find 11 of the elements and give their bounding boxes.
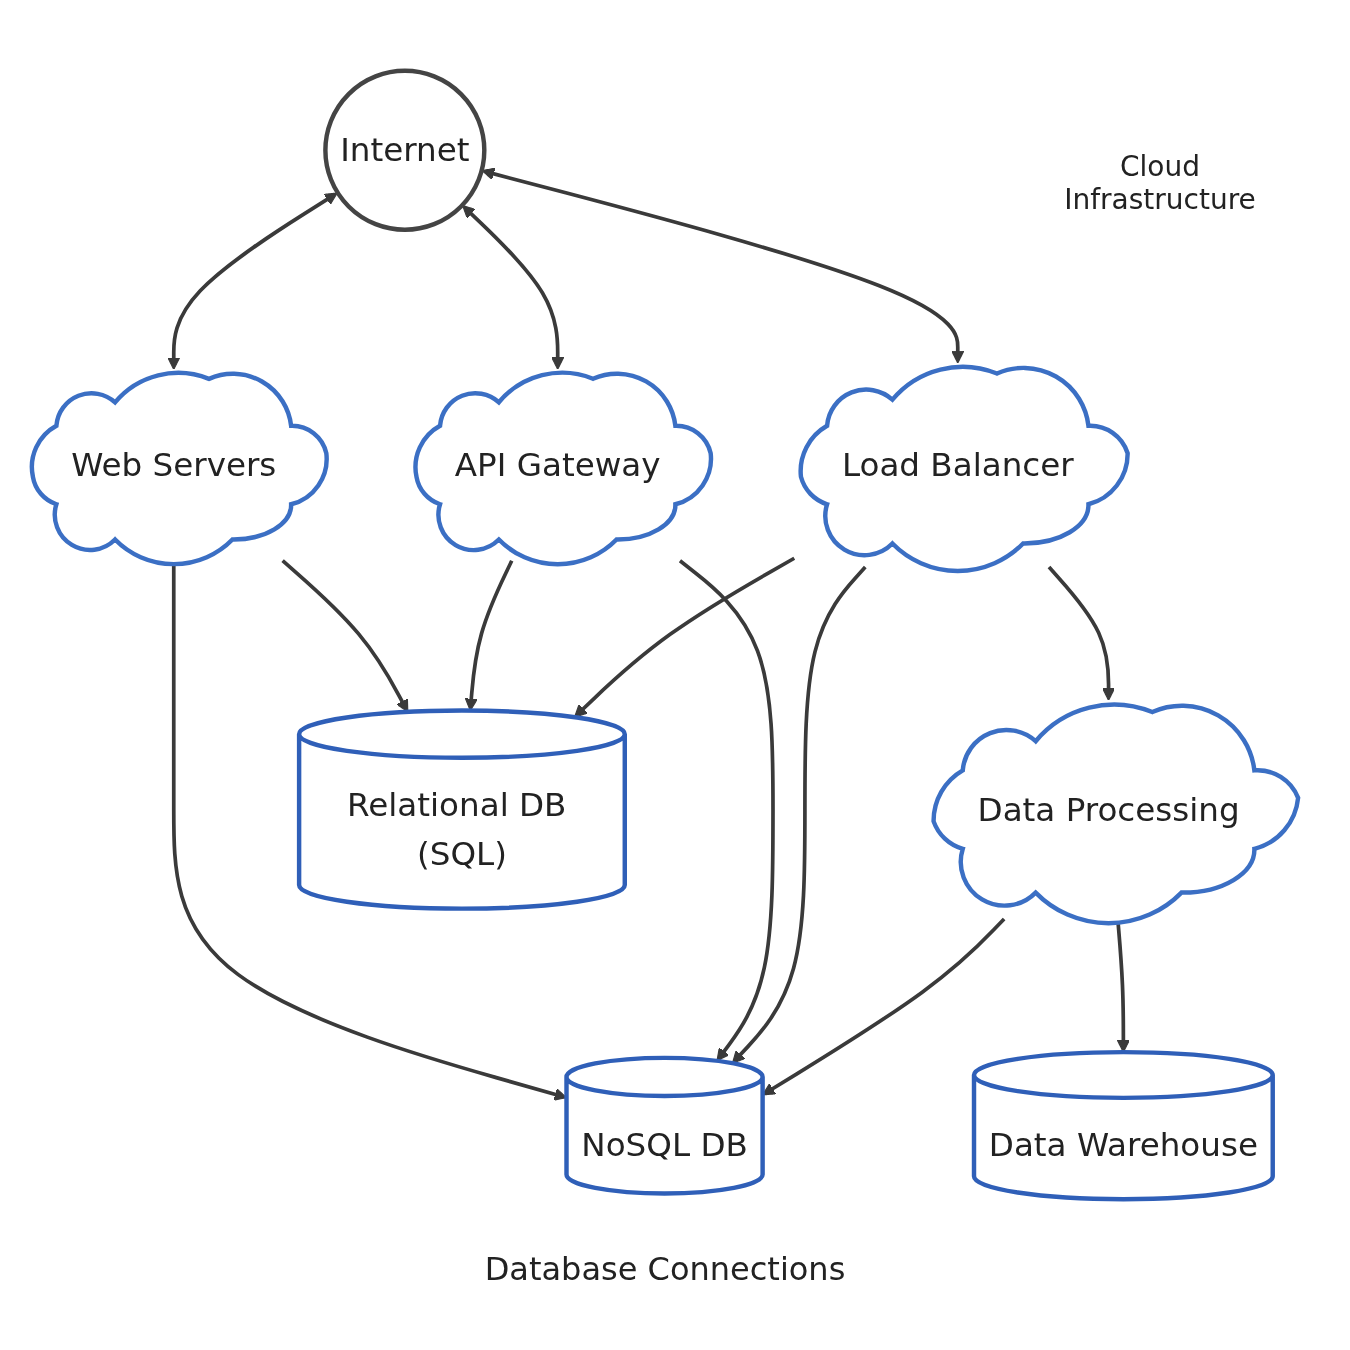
arrow — [462, 205, 565, 370]
arrow — [678, 559, 775, 1062]
node-circle: Internet — [323, 68, 487, 232]
arrow — [762, 917, 1006, 1096]
arrow — [573, 556, 796, 718]
arrow — [281, 559, 409, 713]
note-text: Cloud Infrastructure — [1063, 150, 1257, 216]
arrow — [167, 192, 338, 370]
arrow — [731, 565, 867, 1064]
note-text: Database Connections — [483, 1250, 847, 1288]
arrow — [1047, 565, 1116, 701]
